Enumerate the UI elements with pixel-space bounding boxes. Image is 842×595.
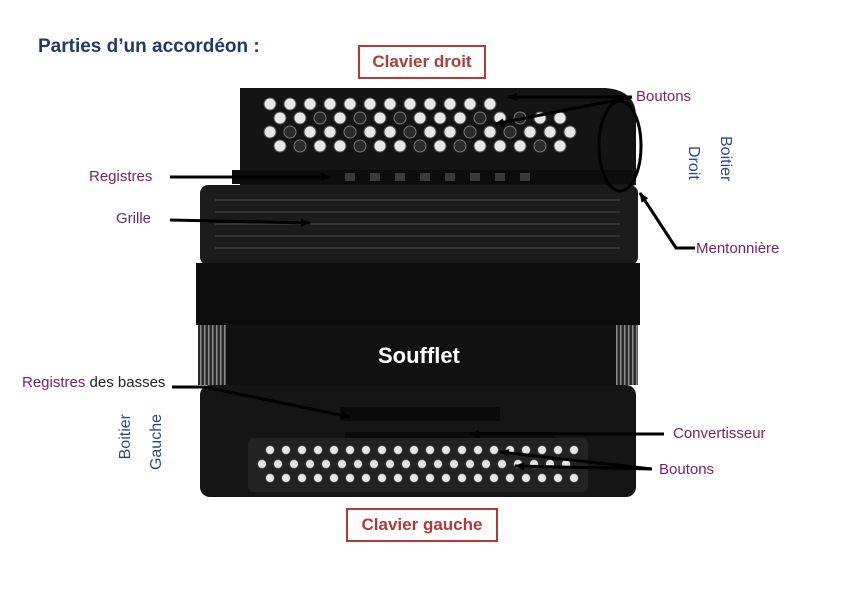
body-band (196, 263, 640, 325)
grille-label: Grille (116, 210, 151, 227)
page-title: Parties d’un accordéon : (38, 36, 260, 58)
clavier-gauche-label: Clavier gauche (346, 508, 498, 542)
soufflet-label: Soufflet (378, 343, 460, 369)
boitier-gauche-word-1: Boitier (117, 414, 135, 459)
des-basses-word: des basses (90, 374, 166, 391)
registres-basses-label: Registres des basses (22, 374, 165, 391)
boutons-top-label: Boutons (636, 88, 691, 105)
arrow-mentonniere (640, 193, 695, 248)
bass-register-strip (340, 407, 500, 421)
registres-basses-word: Registres (22, 374, 85, 391)
boutons-bottom-label: Boutons (659, 461, 714, 478)
boitier-droit-word-2: Droit (684, 146, 702, 180)
registres-label: Registres (89, 168, 152, 185)
bass-buttons (258, 446, 579, 483)
mentonniere-label: Mentonnière (696, 240, 779, 257)
clavier-droit-label: Clavier droit (358, 45, 486, 79)
boitier-droit-word-1: Boitier (716, 136, 734, 181)
boitier-gauche-word-2: Gauche (148, 414, 166, 470)
convertisseur-label: Convertisseur (673, 425, 766, 442)
